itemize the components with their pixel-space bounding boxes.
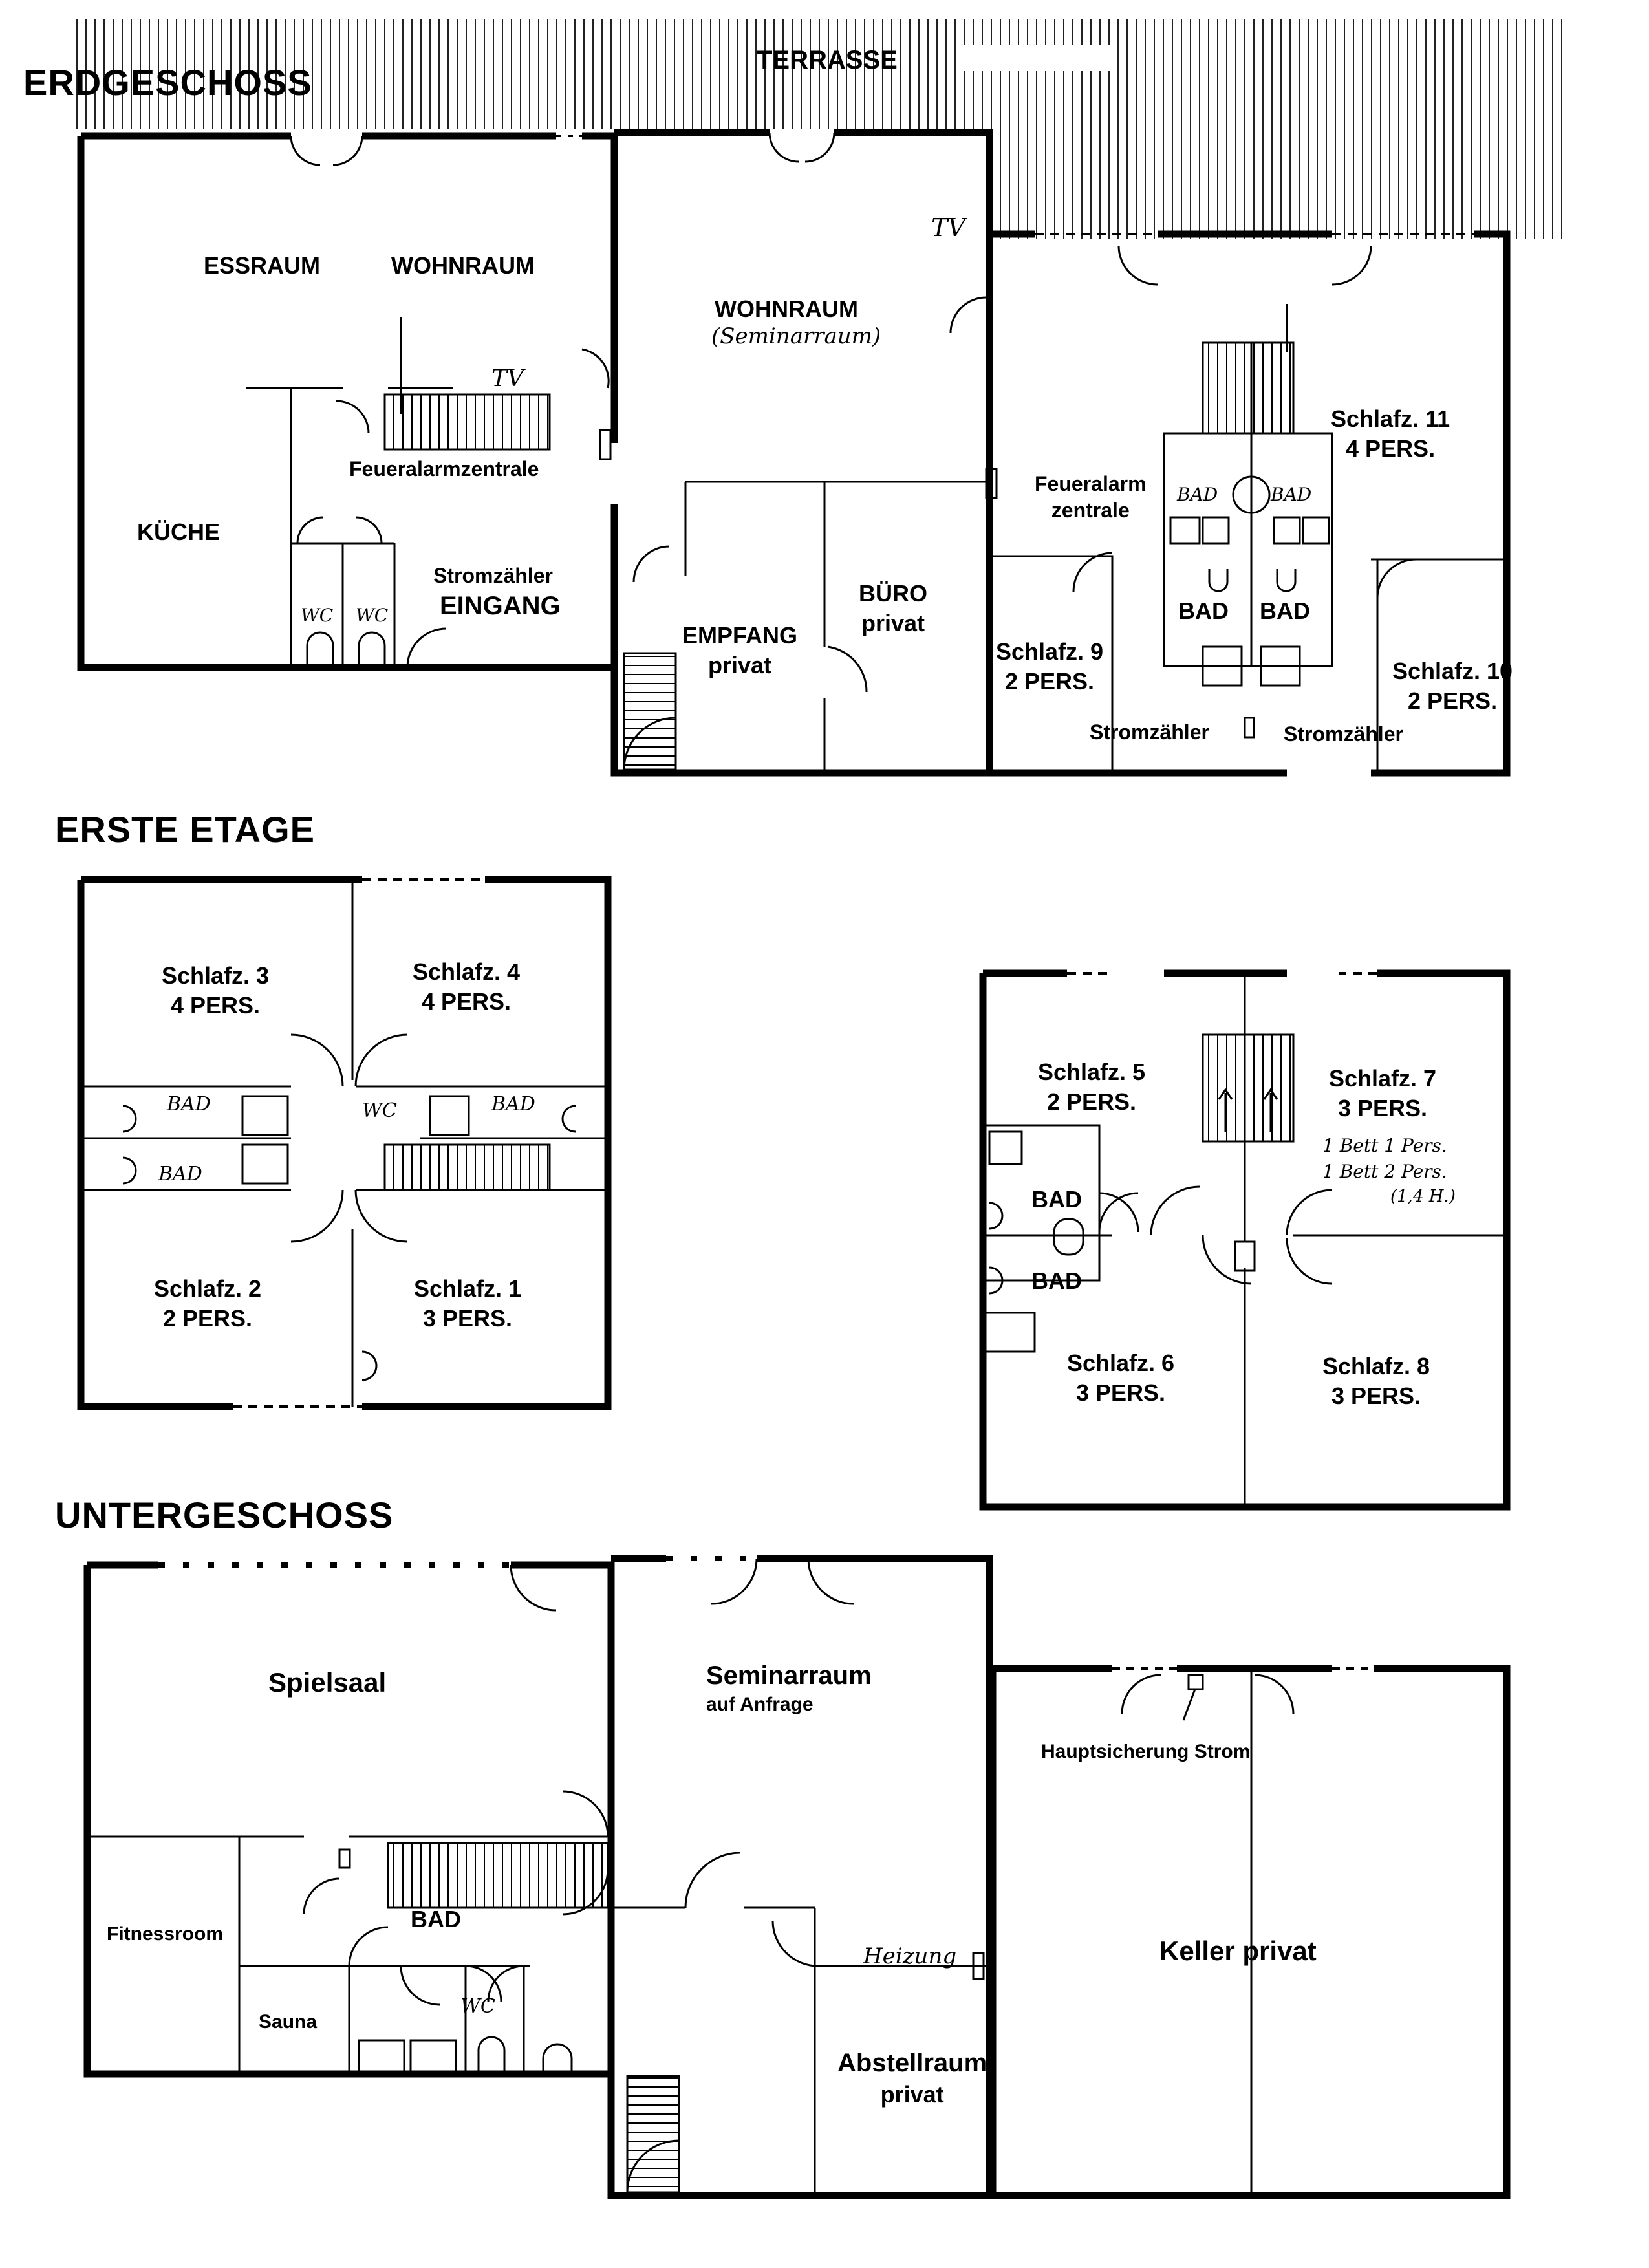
label-feueralarm-left: Feueralarmzentrale (349, 457, 539, 481)
room-bad-first-b: BAD (1031, 1268, 1082, 1294)
label-wc-first: WC (362, 1099, 397, 1122)
room-schlafz-5: Schlafz. 5 2 PERS. (1038, 1057, 1145, 1117)
ground-stairs-2 (623, 652, 677, 771)
ground-right-wing-walls (989, 230, 1511, 777)
basement-drawing (83, 1555, 1511, 2199)
room-schlafz-7-capacity: 3 PERS. (1338, 1095, 1428, 1122)
room-schlafz-8: Schlafz. 8 3 PERS. (1322, 1352, 1430, 1411)
label-stromzaehler-right-a: Stromzähler (1090, 720, 1209, 744)
room-wohnraum-left: WOHNRAUM (391, 252, 535, 279)
room-schlafz-3-capacity: 4 PERS. (171, 992, 261, 1019)
label-tv-a: TV (491, 365, 524, 392)
room-schlafz-6: Schlafz. 6 3 PERS. (1067, 1348, 1174, 1408)
label-bad-small-ground-b: BAD (1271, 484, 1312, 505)
heading-basement: UNTERGESCHOSS (55, 1495, 394, 1535)
label-tv-b: TV (931, 213, 965, 242)
note-bett-1: 1 Bett 1 Pers. (1322, 1135, 1447, 1156)
room-bad-ground-a: BAD (1178, 598, 1229, 624)
room-schlafz-1-name: Schlafz. 1 (414, 1275, 522, 1302)
label-bad-first-c: BAD (491, 1093, 535, 1116)
room-keller: Keller privat (1159, 1936, 1317, 1966)
room-fitnessroom: Fitnessroom (107, 1923, 224, 1945)
note-bett-2: 1 Bett 2 Pers. (1322, 1161, 1447, 1182)
room-schlafz-8-capacity: 3 PERS. (1331, 1383, 1421, 1410)
room-schlafz-6-name: Schlafz. 6 (1067, 1350, 1175, 1376)
label-bad-first-b: BAD (158, 1163, 202, 1185)
label-bad-small-ground-a: BAD (1177, 484, 1218, 505)
room-schlafz-4-capacity: 4 PERS. (422, 988, 512, 1015)
label-stromzaehler-right-b: Stromzähler (1284, 722, 1403, 746)
room-schlafz-1-capacity: 3 PERS. (423, 1305, 513, 1332)
heading-ground-floor: ERDGESCHOSS (23, 62, 312, 103)
room-schlafz-2-capacity: 2 PERS. (163, 1305, 253, 1332)
room-schlafz-10-capacity: 2 PERS. (1408, 687, 1498, 715)
room-schlafz-10-name: Schlafz. 10 (1392, 658, 1513, 684)
room-empfang-note: privat (707, 652, 772, 679)
room-abstellraum: Abstellraum privat (837, 2047, 987, 2110)
room-empfang: EMPFANG privat (682, 621, 797, 680)
label-wc-ground-a: WC (301, 605, 334, 626)
room-spielsaal: Spielsaal (268, 1667, 387, 1698)
room-buero-name: BÜRO (859, 580, 927, 607)
ground-stairs-3 (1202, 341, 1295, 435)
label-wc-basement: WC (460, 1995, 495, 2018)
first-floor-right-drawing (979, 969, 1511, 1511)
room-schlafz-3-name: Schlafz. 3 (162, 962, 270, 989)
label-bad-first-a: BAD (167, 1093, 211, 1116)
room-schlafz-10: Schlafz. 10 2 PERS. (1392, 656, 1513, 716)
ground-stairs (383, 393, 551, 451)
room-schlafz-9-capacity: 2 PERS. (1005, 668, 1095, 695)
room-seminarraum-name: Seminarraum (706, 1661, 872, 1690)
room-schlafz-1: Schlafz. 1 3 PERS. (414, 1274, 521, 1334)
room-bad-ground-b: BAD (1260, 598, 1310, 624)
room-abstellraum-note: privat (880, 2081, 944, 2108)
note-heizung: Heizung (863, 1943, 957, 1969)
room-seminarraum-note: auf Anfrage (706, 1694, 814, 1716)
room-sauna: Sauna (259, 2011, 318, 2033)
terrace-hatching (71, 19, 996, 129)
room-schlafz-7-name: Schlafz. 7 (1329, 1065, 1437, 1092)
label-wc-ground-b: WC (356, 605, 389, 626)
room-empfang-name: EMPFANG (682, 622, 798, 649)
room-schlafz-4: Schlafz. 4 4 PERS. (413, 957, 520, 1017)
room-bad-basement: BAD (411, 1906, 461, 1932)
label-feueralarm-right-l1: Feueralarm (1035, 472, 1147, 495)
room-schlafz-4-name: Schlafz. 4 (413, 958, 521, 985)
room-schlafz-11-capacity: 4 PERS. (1346, 435, 1436, 462)
note-bett-size: (1,4 H.) (1390, 1187, 1456, 1206)
room-schlafz-5-name: Schlafz. 5 (1038, 1059, 1146, 1085)
ground-left-wing-walls (77, 132, 618, 671)
label-feueralarm-right: Feueralarm zentrale (1035, 471, 1147, 524)
room-schlafz-7: Schlafz. 7 3 PERS. (1329, 1064, 1436, 1123)
room-schlafz-2: Schlafz. 2 2 PERS. (154, 1274, 261, 1334)
room-eingang: EINGANG (440, 592, 561, 620)
note-seminarraum: (Seminarraum) (711, 323, 881, 349)
label-hauptsicherung: Hauptsicherung Strom (1041, 1741, 1251, 1762)
room-essraum: ESSRAUM (204, 252, 321, 279)
room-schlafz-6-capacity: 3 PERS. (1076, 1379, 1166, 1407)
room-abstellraum-name: Abstellraum (837, 2049, 987, 2077)
room-bad-first-a: BAD (1031, 1186, 1082, 1213)
first-floor-left-drawing (77, 876, 612, 1410)
room-schlafz-2-name: Schlafz. 2 (154, 1275, 262, 1302)
label-stromzaehler-left: Stromzähler (433, 564, 553, 587)
room-schlafz-11-name: Schlafz. 11 (1331, 405, 1450, 432)
room-buero: BÜRO privat (859, 579, 927, 638)
label-feueralarm-right-l2: zentrale (1051, 498, 1130, 522)
room-kueche: KÜCHE (137, 519, 221, 545)
room-schlafz-8-name: Schlafz. 8 (1322, 1353, 1430, 1379)
ground-floor-drawing (71, 19, 1565, 777)
room-schlafz-5-capacity: 2 PERS. (1047, 1088, 1137, 1116)
room-seminarraum: Seminarraum auf Anfrage (706, 1659, 872, 1718)
room-schlafz-11: Schlafz. 11 4 PERS. (1331, 404, 1450, 464)
room-schlafz-3: Schlafz. 3 4 PERS. (162, 961, 269, 1021)
label-terrace: TERRASSE (757, 46, 898, 74)
room-buero-note: privat (861, 610, 925, 637)
heading-first-floor: ERSTE ETAGE (55, 809, 316, 850)
room-wohnraum-middle: WOHNRAUM (715, 296, 858, 322)
room-schlafz-9-name: Schlafz. 9 (996, 638, 1104, 665)
room-schlafz-9: Schlafz. 9 2 PERS. (996, 637, 1103, 697)
